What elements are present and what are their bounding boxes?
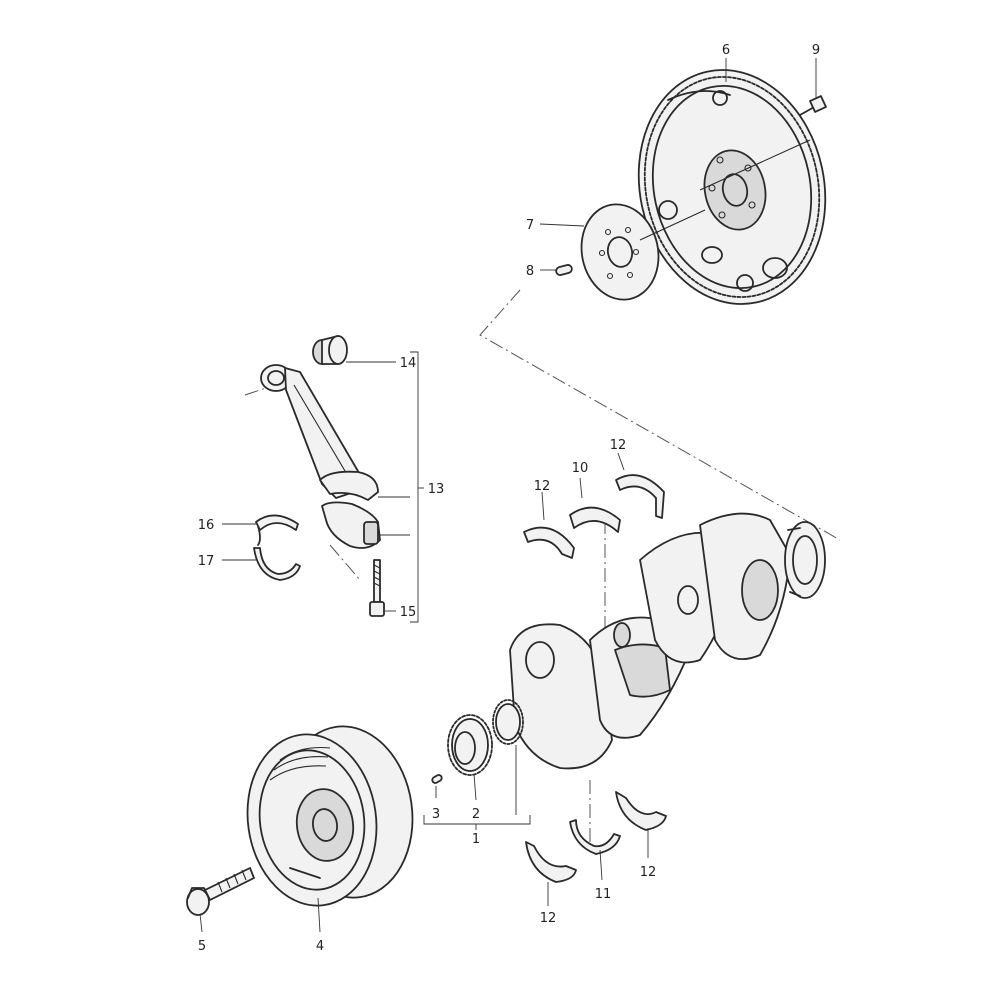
callout-10: 10 <box>572 461 589 476</box>
callout-bracket-13 <box>410 351 424 623</box>
callout-16: 16 <box>198 518 215 533</box>
callout-14: 14 <box>400 356 417 371</box>
callout-15: 15 <box>400 605 417 620</box>
callout-8: 8 <box>526 264 534 279</box>
callout-12-lower-right: 12 <box>640 865 657 880</box>
callout-6: 6 <box>722 43 730 58</box>
crankshaft-sprocket[interactable] <box>447 714 493 776</box>
callout-12-lower-left: 12 <box>540 911 557 926</box>
connecting-rod-bolt[interactable] <box>369 559 385 617</box>
callout-3: 3 <box>432 807 440 822</box>
rod-bearing-lower[interactable] <box>253 547 301 581</box>
crankshaft-pulley[interactable] <box>237 718 424 914</box>
dowel-pin[interactable] <box>555 264 573 276</box>
alignment-lines <box>244 289 841 850</box>
thrust-washer-lower-left[interactable] <box>525 841 577 883</box>
pulley-bolt[interactable] <box>186 867 255 916</box>
callout-2: 2 <box>472 807 480 822</box>
leader-lines <box>199 58 817 933</box>
callout-5: 5 <box>198 939 206 954</box>
callout-7: 7 <box>526 218 534 233</box>
callout-13: 13 <box>428 482 445 497</box>
callout-1: 1 <box>472 832 480 847</box>
callout-labels: 1 2 3 4 5 6 7 8 9 10 11 12 12 12 12 13 1… <box>198 43 820 954</box>
flywheel-ring-gear[interactable] <box>617 52 846 321</box>
callout-17: 17 <box>198 554 215 569</box>
crankshaft[interactable] <box>509 512 826 770</box>
woodruff-key[interactable] <box>431 774 443 784</box>
callout-9: 9 <box>812 43 820 58</box>
callout-11: 11 <box>595 887 612 902</box>
callout-12-upper-left: 12 <box>534 479 551 494</box>
thrust-washer-upper-right[interactable] <box>615 474 665 519</box>
thrust-washer-upper-left[interactable] <box>523 526 575 559</box>
drive-plate[interactable] <box>573 197 706 307</box>
callout-4: 4 <box>316 939 324 954</box>
trigger-wheel[interactable] <box>492 699 524 745</box>
connecting-rod[interactable] <box>260 364 381 549</box>
piston-pin-bushing[interactable] <box>312 335 348 365</box>
rod-bearing-upper[interactable] <box>255 514 299 546</box>
main-bearing-upper[interactable] <box>569 506 621 533</box>
main-bearing-lower[interactable] <box>569 819 621 855</box>
callout-12-upper-right: 12 <box>610 438 627 453</box>
callout-bracket-1 <box>423 815 531 830</box>
flywheel-bolt[interactable] <box>799 95 827 116</box>
thrust-washer-lower-right[interactable] <box>615 791 667 831</box>
